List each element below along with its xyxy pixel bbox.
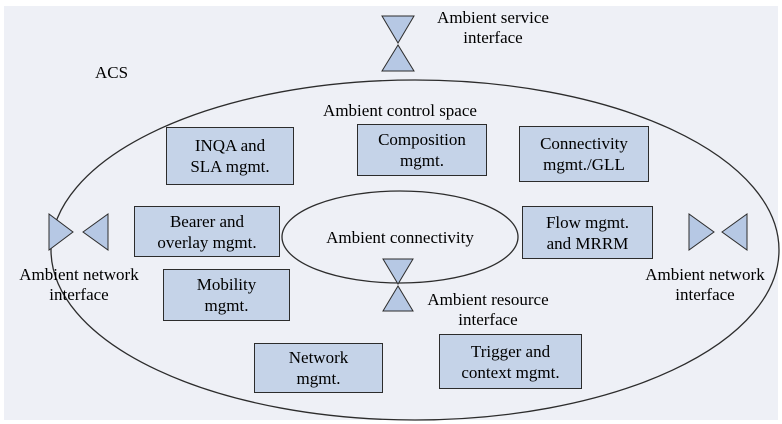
ambient-connectivity-label: Ambient connectivity [326,228,474,247]
network-interface-right-line-2: interface [675,285,735,304]
control-space-label: Ambient control space [323,101,477,120]
flow-mrrm-box: Flow mgmt. and MRRM [522,206,653,259]
service-interface-icon [381,15,415,72]
bearer-line-1: Bearer and [169,211,245,231]
inqa-line-1: INQA and [194,136,266,155]
network-interface-left-line-1: Ambient network [19,265,139,284]
mobility-line-2: mgmt. [204,296,249,315]
trigger-context-mgmt-box: Trigger and context mgmt. [439,334,582,389]
service-interface-line-2: interface [463,28,523,47]
connectivity-line-2: mgmt./GLL [543,155,625,174]
composition-mgmt-box: Composition mgmt. [357,124,487,176]
network-interface-left-label: Ambient network interface [2,265,156,305]
network-mgmt-box: Network mgmt. [254,343,383,393]
acs-label: ACS [95,63,129,82]
network-interface-left-line-2: interface [49,285,109,304]
composition-line-1: Composition [378,130,466,149]
network-interface-right-label: Ambient network interface [630,265,780,305]
ambient-connectivity-ellipse [281,190,519,284]
trigger-line-1: Trigger and [470,341,551,361]
resource-interface-icon [382,258,414,312]
resource-interface-line-2: interface [458,310,518,329]
resource-interface-line-1: Ambient resource [427,290,549,309]
flow-line-2: and MRRM [546,233,629,253]
inqa-line-2: SLA mgmt. [190,157,270,176]
composition-line-2: mgmt. [400,151,444,170]
connectivity-line-1: Connectivity [540,134,628,153]
service-interface-line-1: Ambient service [437,8,549,27]
bearer-overlay-mgmt-box: Bearer and overlay mgmt. [134,206,280,257]
mobility-line-1: Mobility [196,275,257,294]
trigger-line-2: context mgmt. [461,362,560,382]
service-interface-label: Ambient service interface [418,8,568,48]
flow-line-1: Flow mgmt. [545,212,630,232]
bearer-line-2: overlay mgmt. [157,232,257,252]
network-interface-right-line-1: Ambient network [645,265,765,284]
connectivity-mgmt-box: Connectivity mgmt./GLL [519,126,649,182]
inqa-sla-mgmt-box: INQA and SLA mgmt. [166,127,294,185]
mobility-mgmt-box: Mobility mgmt. [163,269,290,321]
network-line-1: Network [288,348,349,367]
resource-interface-label: Ambient resource interface [408,290,568,330]
network-interface-right-icon [688,213,748,251]
network-interface-left-icon [48,213,109,251]
network-line-2: mgmt. [296,369,341,388]
